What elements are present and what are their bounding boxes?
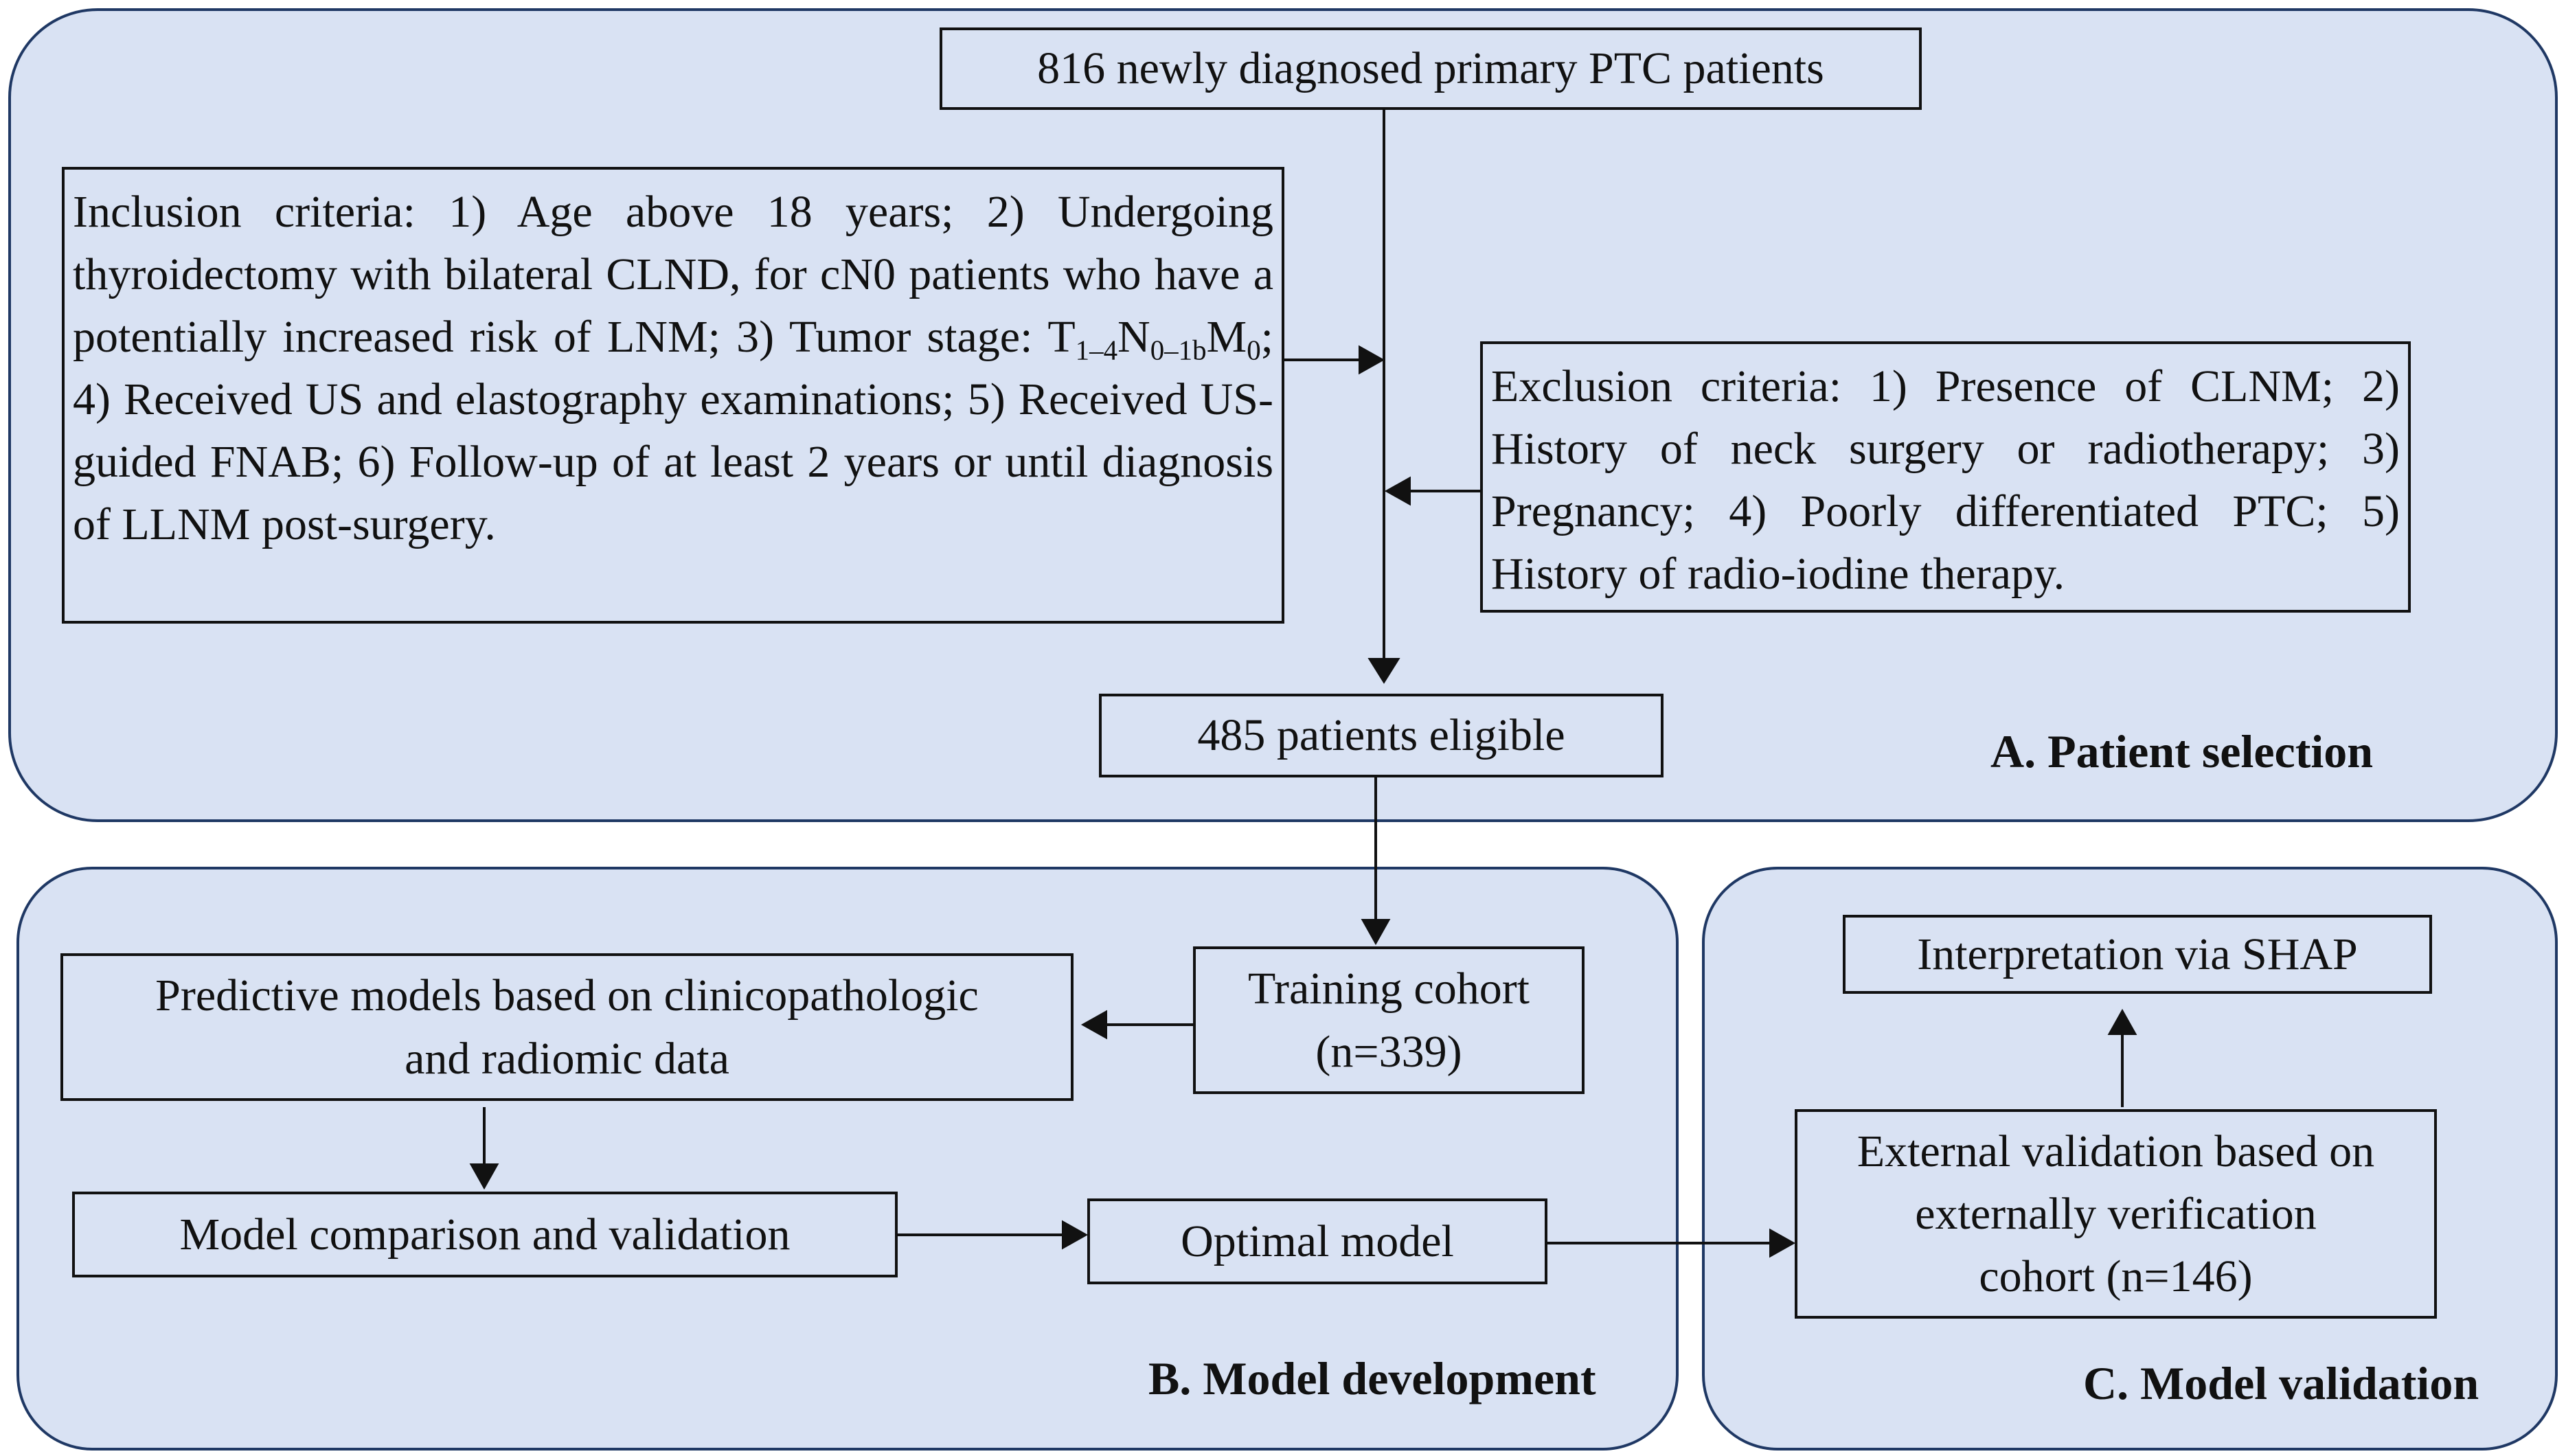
external-line-2: externally verification: [1915, 1188, 2317, 1239]
box-shap-interpretation: Interpretation via SHAP: [1843, 915, 2432, 994]
external-line-1: External validation based on: [1857, 1126, 2375, 1176]
box-initial-patients-text: 816 newly diagnosed primary PTC patients: [1037, 43, 1824, 94]
inclusion-sub-m: 0: [1247, 334, 1261, 366]
box-inclusion-criteria: Inclusion criteria: 1) Age above 18 year…: [62, 167, 1284, 624]
inclusion-text-1: Inclusion criteria: 1) Age above 18 year…: [73, 187, 1273, 363]
external-line-3: cohort (n=146): [1979, 1251, 2253, 1302]
predictive-line-2: and radiomic data: [405, 1033, 729, 1084]
optimal-text: Optimal model: [1181, 1216, 1454, 1266]
shap-text: Interpretation via SHAP: [1917, 929, 2358, 979]
inclusion-m: M: [1206, 312, 1247, 363]
exclusion-text: Exclusion criteria: 1) Presence of CLNM;…: [1491, 361, 2400, 600]
box-exclusion-criteria: Exclusion criteria: 1) Presence of CLNM;…: [1480, 341, 2411, 613]
label-patient-selection: A. Patient selection: [1990, 725, 2374, 777]
label-model-validation: C. Model validation: [2083, 1357, 2479, 1409]
predictive-line-1: Predictive models based on clinicopathol…: [155, 970, 979, 1021]
label-model-development: B. Model development: [1148, 1352, 1596, 1404]
training-line-1: Training cohort: [1247, 964, 1530, 1014]
box-eligible-patients: 485 patients eligible: [1099, 694, 1664, 777]
inclusion-n: N: [1117, 312, 1150, 363]
training-line-2: (n=339): [1315, 1026, 1462, 1077]
eligible-text: 485 patients eligible: [1197, 710, 1565, 761]
box-external-validation: External validation based on externally …: [1795, 1109, 2437, 1319]
box-initial-patients: 816 newly diagnosed primary PTC patients: [940, 27, 1922, 110]
box-training-cohort: Training cohort (n=339): [1193, 946, 1585, 1094]
inclusion-sub-n: 0–1b: [1150, 334, 1207, 366]
inclusion-sub-t: 1–4: [1075, 334, 1118, 366]
box-model-comparison: Model comparison and validation: [72, 1192, 898, 1277]
inclusion-text-2: ; 4) Received US and elastography examin…: [73, 312, 1273, 550]
box-optimal-model: Optimal model: [1087, 1198, 1547, 1284]
box-predictive-models: Predictive models based on clinicopathol…: [60, 953, 1074, 1101]
comparison-text: Model comparison and validation: [179, 1209, 791, 1260]
